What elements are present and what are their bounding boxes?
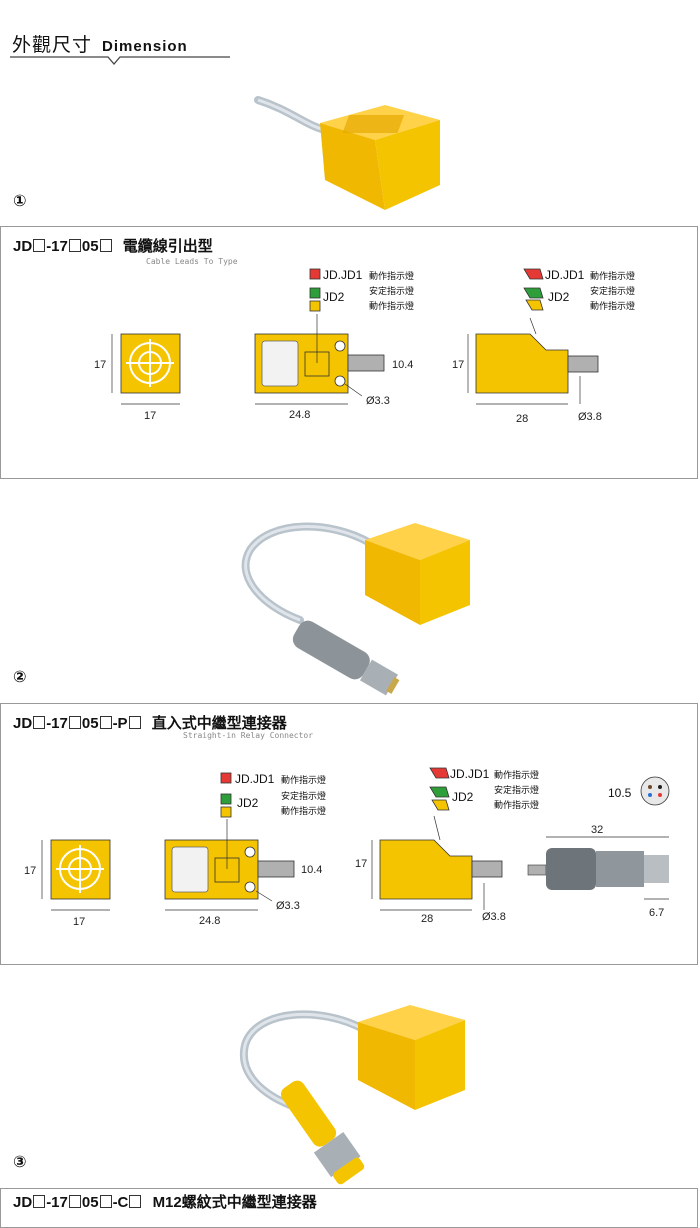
svg-text:Ø3.8: Ø3.8 bbox=[482, 911, 506, 923]
svg-text:JD2: JD2 bbox=[548, 290, 570, 304]
svg-text:28: 28 bbox=[421, 913, 433, 925]
title-underline bbox=[10, 56, 230, 65]
svg-text:17: 17 bbox=[144, 410, 156, 422]
svg-text:17: 17 bbox=[355, 858, 367, 870]
svg-text:動作指示燈: 動作指示燈 bbox=[494, 799, 539, 811]
product-photo-1 bbox=[254, 96, 440, 210]
svg-text:6.7: 6.7 bbox=[649, 907, 664, 919]
legend-action-text: 動作指示燈 bbox=[369, 300, 414, 312]
svg-text:Ø3.3: Ø3.3 bbox=[366, 395, 390, 407]
product-photo-3 bbox=[239, 1005, 465, 1185]
top-view: 10.4 24.8 Ø3.3 bbox=[254, 314, 413, 421]
svg-text:JD2: JD2 bbox=[237, 796, 259, 810]
legend-jd-text: 動作指示燈 bbox=[369, 270, 414, 282]
legend-stable-text: 安定指示燈 bbox=[369, 285, 414, 297]
svg-text:10.4: 10.4 bbox=[392, 359, 413, 371]
svg-text:24.8: 24.8 bbox=[199, 915, 220, 927]
svg-text:24.8: 24.8 bbox=[289, 409, 310, 421]
svg-text:動作指示燈: 動作指示燈 bbox=[590, 300, 635, 312]
title-en: Dimension bbox=[102, 38, 188, 55]
svg-text:Ø3.8: Ø3.8 bbox=[578, 411, 602, 423]
svg-text:動作指示燈: 動作指示燈 bbox=[281, 774, 326, 786]
product-photo-2 bbox=[241, 522, 470, 696]
red-led-icon bbox=[309, 268, 321, 280]
panel-1-drawings: JD.JD1 動作指示燈 JD2 安定指示燈 動作指示燈 JD.JD1 動作指示… bbox=[94, 268, 635, 425]
yellow-led-icon bbox=[309, 300, 321, 312]
svg-text:28: 28 bbox=[516, 413, 528, 425]
legend-jd-label: JD.JD1 bbox=[323, 268, 363, 282]
svg-text:安定指示燈: 安定指示燈 bbox=[590, 285, 635, 297]
section-1-number: ① bbox=[13, 193, 27, 210]
svg-text:安定指示燈: 安定指示燈 bbox=[281, 790, 326, 802]
svg-text:17: 17 bbox=[452, 359, 464, 371]
side-view: 17 28 Ø3.8 bbox=[452, 317, 602, 425]
svg-text:JD.JD1: JD.JD1 bbox=[235, 772, 275, 786]
connector-drawing: 32 6.7 10.5 bbox=[527, 776, 670, 919]
svg-text:動作指示燈: 動作指示燈 bbox=[590, 270, 635, 282]
legend-jd2-label: JD2 bbox=[323, 290, 345, 304]
svg-text:Ø3.3: Ø3.3 bbox=[276, 900, 300, 912]
panel-2-drawings: JD.JD1 動作指示燈 JD2 安定指示燈 動作指示燈 JD.JD1 動作指示… bbox=[24, 767, 670, 928]
svg-text:JD.JD1: JD.JD1 bbox=[545, 268, 585, 282]
svg-text:10.4: 10.4 bbox=[301, 864, 322, 876]
svg-text:17: 17 bbox=[94, 359, 106, 371]
page-title: 外觀尺寸 Dimension bbox=[12, 30, 188, 57]
section-2-number: ② bbox=[13, 669, 27, 686]
svg-text:動作指示燈: 動作指示燈 bbox=[281, 805, 326, 817]
front-face-view: 17 17 bbox=[94, 333, 181, 422]
svg-text:安定指示燈: 安定指示燈 bbox=[494, 784, 539, 796]
panel-1-subtitle: Cable Leads To Type bbox=[146, 257, 238, 266]
svg-text:動作指示燈: 動作指示燈 bbox=[494, 769, 539, 781]
green-led-icon bbox=[309, 287, 321, 299]
svg-text:17: 17 bbox=[73, 916, 85, 928]
svg-text:10.5: 10.5 bbox=[608, 786, 632, 800]
panel-2-subtitle: Straight-in Relay Connector bbox=[183, 731, 314, 740]
section-3-number: ③ bbox=[13, 1154, 27, 1171]
title-zh: 外觀尺寸 bbox=[12, 35, 93, 56]
svg-text:JD.JD1: JD.JD1 bbox=[450, 767, 490, 781]
svg-text:17: 17 bbox=[24, 865, 36, 877]
svg-text:JD2: JD2 bbox=[452, 790, 474, 804]
svg-text:32: 32 bbox=[591, 824, 603, 836]
